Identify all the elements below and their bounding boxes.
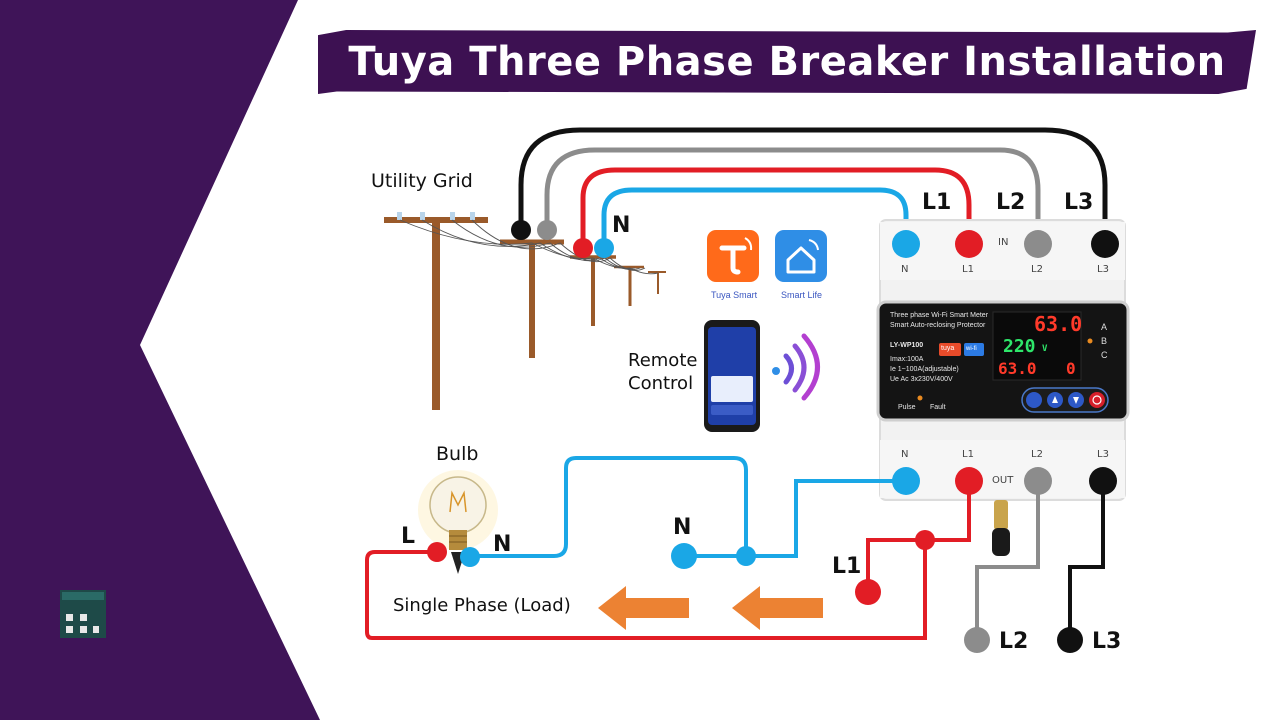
phase-c-label: C xyxy=(1101,350,1108,360)
tuya-smart-app-icon xyxy=(707,230,759,282)
terminal-in-l1 xyxy=(955,230,983,258)
tuya-badge: tuya xyxy=(941,345,955,352)
page-title: Tuya Three Phase Breaker Installation xyxy=(348,39,1226,85)
in-label: IN xyxy=(998,237,1009,248)
wireless-signal-icon xyxy=(772,333,820,401)
display-bottom-reading: 63.0 xyxy=(998,359,1037,378)
smart-life-caption: Smart Life xyxy=(781,290,823,300)
remote-control-label-2: Control xyxy=(628,373,694,394)
wire-in-l1 xyxy=(580,167,972,248)
grid-l1-terminal xyxy=(573,238,593,258)
display-bottom-right-reading: 0 xyxy=(1066,359,1076,378)
phase-b-label: B xyxy=(1101,336,1108,346)
l2-output-terminal xyxy=(964,627,990,653)
l1-output-terminal xyxy=(855,579,881,605)
terminal-in-l3 xyxy=(1091,230,1119,258)
grid-n-terminal xyxy=(594,238,614,258)
l1-junction xyxy=(915,530,935,550)
device-spec2: Ie 1~100A(adjustable) xyxy=(890,366,959,373)
wire-in-l3 xyxy=(518,127,1108,244)
out-n-caption: N xyxy=(901,449,909,460)
tuya-smart-caption: Tuya Smart xyxy=(711,290,758,300)
bulb-l-terminal xyxy=(427,542,447,562)
utility-poles xyxy=(384,212,666,410)
terminal-in-n xyxy=(892,230,920,258)
bottom-l2-label: L2 xyxy=(999,629,1029,654)
terminal-in-l2 xyxy=(1024,230,1052,258)
bulb-n-terminal xyxy=(460,547,480,567)
mid-l1-label: L1 xyxy=(832,554,862,579)
n-junction xyxy=(736,546,756,566)
wire-l1-branch xyxy=(866,538,925,592)
in-l3-caption: L3 xyxy=(1097,264,1109,275)
remote-control-label-1: Remote xyxy=(628,350,698,371)
bulb-l-label: L xyxy=(401,524,416,549)
display-mid-reading: 220 xyxy=(1003,336,1036,357)
out-l2-caption: L2 xyxy=(1031,449,1043,460)
device-spec3: Ue Ac 3x230V/400V xyxy=(890,376,953,383)
wifi-badge: wi-fi xyxy=(966,346,977,352)
device-line1: Three phase Wi-Fi Smart Meter xyxy=(890,312,989,319)
smart-life-app-icon xyxy=(775,230,827,282)
device-buttons xyxy=(1021,387,1109,413)
l3-output-terminal xyxy=(1057,627,1083,653)
phone xyxy=(704,320,760,432)
flow-arrow-right xyxy=(732,586,823,630)
in-l1-caption: L1 xyxy=(962,264,974,275)
wire-out-l2 xyxy=(975,481,1040,640)
wire-out-l3 xyxy=(1068,481,1105,640)
mid-n-label: N xyxy=(673,515,692,540)
grid-l3-terminal xyxy=(511,220,531,240)
out-l1-caption: L1 xyxy=(962,449,974,460)
top-l2-label: L2 xyxy=(996,190,1026,215)
channel-logo xyxy=(60,590,106,638)
wire-in-l2 xyxy=(544,147,1041,244)
in-l2-caption: L2 xyxy=(1031,264,1043,275)
set-button[interactable] xyxy=(1026,392,1042,408)
bulb xyxy=(418,470,498,574)
device-model: LY-WP100 xyxy=(890,342,924,349)
out-label: OUT xyxy=(992,475,1014,486)
wire-out-l1 xyxy=(365,481,971,640)
wire-in-n xyxy=(601,187,909,248)
top-l1-label: L1 xyxy=(922,190,952,215)
bulb-n-label: N xyxy=(493,532,512,557)
sidebar-chevron xyxy=(0,0,320,720)
single-phase-load-label: Single Phase (Load) xyxy=(393,595,571,616)
fault-indicator-label: Fault xyxy=(930,404,946,411)
wire-out-n xyxy=(684,479,906,558)
power-button[interactable] xyxy=(1089,392,1105,408)
device-display xyxy=(992,311,1082,381)
title-banner xyxy=(318,30,1256,94)
flow-arrow-left xyxy=(598,586,689,630)
in-n-caption: N xyxy=(901,264,909,275)
device-line2: Smart Auto-reclosing Protector xyxy=(890,322,986,329)
device-spec1: Imax:100A xyxy=(890,356,924,363)
display-mid-unit: V xyxy=(1042,344,1048,354)
grid-l2-terminal xyxy=(537,220,557,240)
bottom-l3-label: L3 xyxy=(1092,629,1122,654)
brass-connector xyxy=(992,500,1010,556)
utility-grid-label: Utility Grid xyxy=(371,170,473,192)
top-n-label: N xyxy=(612,213,631,238)
top-l3-label: L3 xyxy=(1064,190,1094,215)
pulse-indicator-label: Pulse xyxy=(898,404,916,411)
n-output-terminal xyxy=(671,543,697,569)
wire-n-bulb xyxy=(470,456,748,558)
phase-a-label: A xyxy=(1101,322,1108,332)
out-l3-caption: L3 xyxy=(1097,449,1109,460)
bulb-label: Bulb xyxy=(436,443,479,465)
display-top-reading: 63.0 xyxy=(1034,312,1083,336)
